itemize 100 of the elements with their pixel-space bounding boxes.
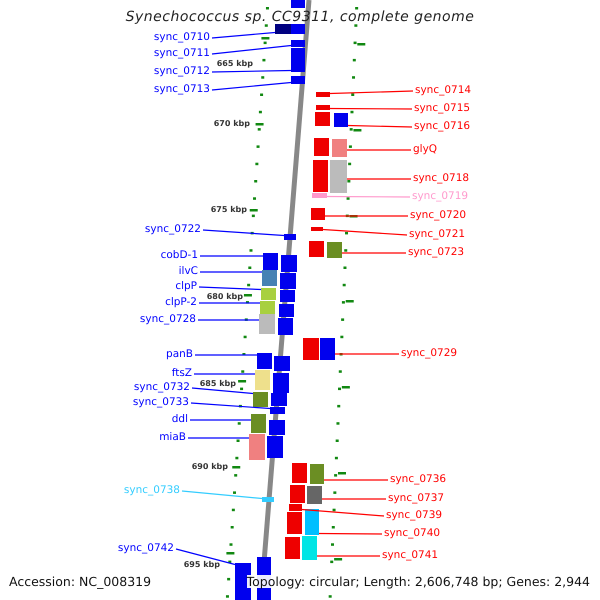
leader-line <box>200 271 262 273</box>
scale-label: 680 kbp <box>206 292 243 301</box>
leader-line <box>188 437 249 439</box>
leader-line <box>212 32 276 39</box>
leader-line <box>322 498 386 500</box>
leader-line <box>199 302 260 304</box>
gene-label: sync_0729 <box>401 347 458 360</box>
leader-line <box>176 548 236 566</box>
gene-label: clpP <box>175 280 197 293</box>
gene-label: sync_0722 <box>144 223 201 236</box>
gene-label: sync_0710 <box>154 31 210 44</box>
leader-line <box>202 229 284 236</box>
leader-line <box>195 354 257 356</box>
leader-line <box>200 255 263 257</box>
scale-label: 685 kbp <box>200 378 236 388</box>
leader-line <box>322 228 408 236</box>
leader-line <box>348 124 412 128</box>
gene-feature-block <box>289 504 302 511</box>
leader-line <box>319 532 382 535</box>
gene-feature-block <box>270 407 285 414</box>
scale-label: 675 kbp <box>210 204 247 214</box>
gene-feature-block <box>257 353 272 369</box>
gene-feature-block <box>291 76 305 84</box>
gene-feature-block <box>330 160 347 193</box>
gene-label: panB <box>166 348 193 361</box>
leader-line <box>330 90 414 94</box>
gene-label: sync_0732 <box>134 381 190 394</box>
gene-label: clpP-2 <box>165 296 197 309</box>
gene-feature-block <box>311 227 323 231</box>
leader-line <box>182 490 262 500</box>
gene-feature-block <box>311 208 325 220</box>
gene-feature-block <box>312 193 327 198</box>
gene-feature-block <box>327 242 342 258</box>
leader-line <box>327 196 410 198</box>
leader-line <box>192 387 254 394</box>
gene-feature-block <box>291 40 305 47</box>
gene-label: sync_0733 <box>132 396 189 409</box>
gene-label: glyQ <box>413 143 438 156</box>
gene-feature-block <box>262 270 277 286</box>
leader-line <box>317 555 380 557</box>
gene-label: sync_0711 <box>154 47 210 60</box>
gene-label: sync_0720 <box>410 209 466 222</box>
gene-label: sync_0712 <box>154 65 210 78</box>
gene-label: sync_0715 <box>414 102 470 115</box>
gene-label: ftsZ <box>172 367 192 380</box>
gene-feature-block <box>316 92 330 97</box>
leader-line <box>198 286 262 290</box>
gene-feature-block <box>310 464 324 484</box>
gene-label: sync_0718 <box>413 172 470 185</box>
scale-label: 695 kbp <box>184 560 220 568</box>
leader-line <box>347 178 411 180</box>
gene-label: sync_0742 <box>118 542 174 555</box>
gene-feature-block <box>302 536 317 560</box>
gene-feature-block <box>261 288 276 300</box>
gene-label: sync_0721 <box>409 228 466 241</box>
gene-label: sync_0740 <box>384 527 440 540</box>
footer-text: Accession: NC_008319 <box>9 575 152 588</box>
gene-feature-block <box>262 497 274 502</box>
gene-label: cobD-1 <box>160 249 198 262</box>
gene-feature-block <box>249 434 265 460</box>
gene-label: sync_0728 <box>140 313 196 326</box>
gene-label: miaB <box>159 431 186 444</box>
gene-feature-block <box>284 234 296 240</box>
gene-feature-block <box>291 48 305 72</box>
gene-feature-block <box>332 139 347 157</box>
scale-label: 690 kbp <box>192 462 228 470</box>
gene-label: sync_0713 <box>154 83 210 96</box>
scale-label: 665 kbp <box>216 58 253 68</box>
leader-line <box>194 373 255 375</box>
gene-feature-block <box>259 314 275 334</box>
leader-line <box>190 402 270 410</box>
gene-label: ddl <box>172 413 188 426</box>
gene-feature-block <box>251 414 266 433</box>
leader-line <box>190 419 251 421</box>
gene-feature-block <box>260 301 275 314</box>
gene-label: sync_0723 <box>408 246 464 259</box>
gene-feature-block <box>263 253 278 270</box>
gene-label: sync_0738 <box>124 484 180 497</box>
gene-label: sync_0719 <box>412 190 468 203</box>
leader-line <box>212 82 292 91</box>
scale-label: 670 kbp <box>214 118 250 128</box>
leader-line <box>212 44 292 55</box>
gene-label: sync_0716 <box>414 120 470 133</box>
gene-feature-block <box>275 24 291 34</box>
leader-line <box>212 70 292 73</box>
gene-label: sync_0714 <box>415 84 472 97</box>
leader-line <box>342 252 406 254</box>
gene-feature-block <box>253 392 268 407</box>
gene-label: sync_0739 <box>386 509 442 522</box>
leader-line <box>347 149 411 151</box>
leader-line <box>335 353 399 355</box>
gene-label: sync_0736 <box>390 473 446 486</box>
leader-line <box>324 479 388 481</box>
gene-label: ilvC <box>178 265 198 278</box>
leader-line <box>302 508 384 517</box>
leader-line <box>198 319 259 321</box>
gene-label: sync_0741 <box>382 549 438 562</box>
gene-feature-block <box>316 105 330 110</box>
gene-feature-block <box>307 486 322 504</box>
gene-label: sync_0737 <box>388 492 444 505</box>
